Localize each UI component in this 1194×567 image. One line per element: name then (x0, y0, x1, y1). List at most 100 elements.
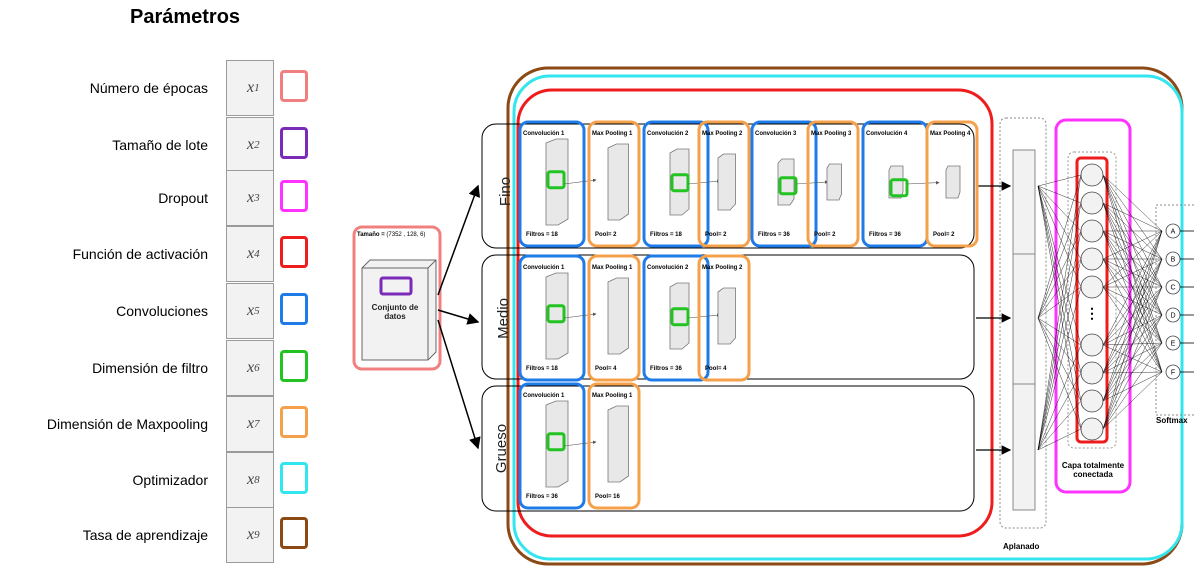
conv-block-frame (518, 120, 586, 248)
output-neuron-label: D (1170, 313, 1175, 320)
conv-block-title: Convolución 2 (647, 265, 689, 271)
pool-block-footer: Pool= 2 (595, 232, 617, 238)
param-color-box (280, 180, 308, 212)
conv-block-footer: Filtros = 18 (526, 366, 558, 372)
pool-block-frame (806, 120, 860, 248)
feature-map-slab (545, 138, 569, 226)
conv-block-footer: Filtros = 36 (650, 366, 682, 372)
pool-block-title: Max Pooling 2 (702, 131, 743, 137)
feature-map-slab (545, 272, 569, 360)
pool-block-title: Max Pooling 3 (811, 131, 852, 137)
pool-block-frame (697, 120, 751, 248)
param-var-symbol: x (247, 189, 255, 206)
flatten-dense-connection (1037, 286, 1082, 451)
flatten-frame (999, 117, 1047, 529)
dense-neuron (1080, 333, 1104, 357)
flatten-dense-connection (1037, 185, 1082, 288)
param-var-symbol: x (247, 471, 255, 488)
flatten-dense-connection (1037, 286, 1082, 319)
dense-neuron (1080, 361, 1104, 385)
row-fino-frame (481, 123, 975, 249)
pool-block-title: Max Pooling 1 (592, 393, 633, 399)
conv-block-title: Convolución 1 (523, 131, 565, 137)
dense-label: Capa totalmente conectada (1061, 461, 1125, 479)
dense-output-connection (1102, 174, 1163, 232)
dataset-size-value: (7352 , 128, 6) (386, 232, 426, 238)
flatten-dense-connection (1037, 317, 1082, 430)
feature-map-slab (607, 405, 629, 483)
dense-neuron (1080, 191, 1104, 215)
conv-block-frame (642, 120, 710, 248)
param-var-index: 2 (254, 139, 260, 151)
pool-block-frame (587, 254, 641, 382)
flatten-dense-connection (1037, 344, 1082, 451)
pool-block-footer: Pool= 2 (933, 232, 955, 238)
dense-output-connection (1102, 342, 1163, 430)
conv-blocks (518, 120, 979, 510)
pool-block-title: Max Pooling 4 (930, 131, 971, 137)
row-grueso-frame (481, 385, 975, 512)
conv-block-footer: Filtros = 36 (758, 232, 790, 238)
output-neuron-label: E (1171, 341, 1176, 348)
flatten-dense-connection (1037, 230, 1082, 319)
dense-output-connection (1102, 314, 1163, 430)
conv-block-frame (750, 120, 818, 248)
conv-block-title: Convolución 1 (523, 265, 565, 271)
param-var-symbol: x (247, 79, 255, 96)
dropout-frame (1054, 118, 1132, 494)
param-var-index: 5 (254, 305, 260, 317)
pool-block-footer: Pool= 2 (814, 232, 836, 238)
param-label: Convoluciones (116, 303, 208, 319)
param-label: Función de activación (72, 246, 208, 262)
pool-block-title: Max Pooling 2 (702, 265, 743, 271)
param-var-symbol: x (247, 245, 255, 262)
filter-size-box (670, 173, 690, 193)
flatten-dense-connection (1037, 258, 1082, 319)
dense-neuron (1080, 247, 1104, 271)
feature-map-slab (669, 148, 690, 216)
param-var-index: 4 (254, 248, 260, 260)
param-var-index: 3 (254, 192, 260, 204)
param-color-box (280, 236, 308, 268)
flatten-dense-connection (1037, 174, 1082, 187)
conv-link-arrow (563, 440, 597, 447)
pool-block-title: Max Pooling 1 (592, 131, 633, 137)
conv-block-footer: Filtros = 36 (869, 232, 901, 238)
output-neuron-label: A (1171, 229, 1176, 236)
flatten-dense-connection (1037, 317, 1082, 374)
param-label: Dropout (158, 190, 208, 206)
filter-size-box (546, 432, 566, 452)
flatten-dense-connection (1037, 174, 1082, 451)
output-neuron-label: C (1170, 285, 1175, 292)
param-color-box (280, 517, 308, 549)
param-label: Dimensión de filtro (92, 360, 208, 376)
dense-neuron (1080, 389, 1104, 413)
dense-output-connection (1102, 230, 1163, 402)
flatten-label: Aplanado (1003, 542, 1040, 551)
filter-size-box (889, 178, 909, 198)
flatten-dense-connection (1037, 185, 1082, 232)
feature-map-slab (717, 287, 736, 345)
pool-block-footer: Pool= 16 (595, 494, 620, 500)
conv-block-frame (642, 254, 710, 382)
param-color-box (280, 406, 308, 438)
dense-output-connection (1102, 230, 1163, 430)
flatten-dense-connection (1037, 185, 1082, 204)
conv-block-title: Convolución 1 (523, 393, 565, 399)
flatten-dense-connection (1037, 372, 1082, 451)
dense-output-connection (1102, 230, 1163, 260)
flatten-dense-connection (1037, 400, 1082, 451)
dense-output-connection (1102, 371, 1163, 402)
conv-block-footer: Filtros = 18 (526, 232, 558, 238)
dense-neuron (1080, 163, 1104, 187)
param-var-index: 9 (254, 529, 260, 541)
param-var-index: 8 (254, 474, 260, 486)
conv-block-frame (518, 382, 586, 510)
row-label-grueso: Grueso (493, 423, 511, 474)
flatten-dense-connection (1037, 202, 1082, 319)
dataset-frame (352, 225, 442, 371)
flatten-dense-connection (1037, 230, 1082, 451)
